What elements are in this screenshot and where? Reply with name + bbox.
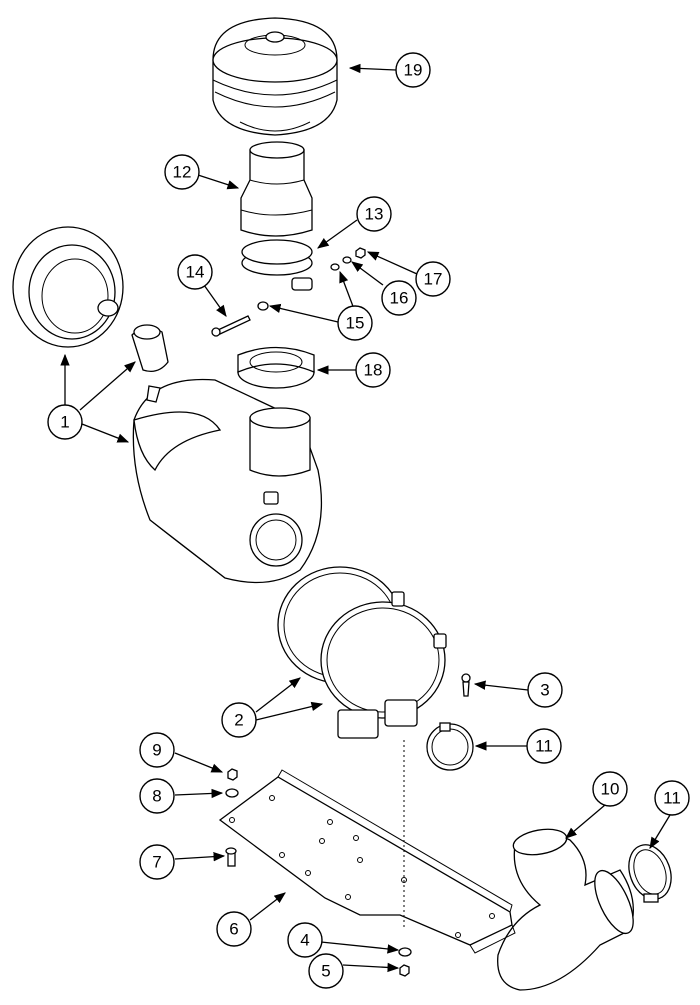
callout-15-a[interactable]: 15: [337, 305, 373, 341]
callout-9[interactable]: 9: [139, 732, 175, 768]
callout-18[interactable]: 18: [355, 352, 391, 388]
callout-12[interactable]: 12: [164, 154, 200, 190]
callout-10[interactable]: 10: [592, 771, 628, 807]
svg-text:18: 18: [364, 361, 383, 380]
reducer-tube: [240, 141, 313, 237]
svg-text:7: 7: [152, 853, 161, 872]
bolt-3: [461, 673, 471, 697]
outer-cover: [12, 226, 124, 348]
svg-text:15: 15: [346, 314, 365, 333]
callout-11-b[interactable]: 11: [654, 780, 690, 816]
svg-text:5: 5: [321, 962, 330, 981]
callout-5[interactable]: 5: [308, 953, 344, 989]
svg-text:1: 1: [60, 413, 69, 432]
svg-text:14: 14: [186, 263, 205, 282]
svg-text:3: 3: [540, 681, 549, 700]
mounting-bands: [277, 566, 447, 739]
svg-text:8: 8: [152, 787, 161, 806]
svg-text:13: 13: [365, 205, 384, 224]
hardware-14-17: [211, 247, 366, 337]
callout-14[interactable]: 14: [177, 254, 213, 290]
svg-text:12: 12: [173, 163, 192, 182]
svg-text:6: 6: [229, 920, 238, 939]
callout-3[interactable]: 3: [527, 672, 563, 708]
svg-text:11: 11: [663, 789, 681, 808]
callout-2[interactable]: 2: [221, 702, 257, 738]
air-cleaner-body: [132, 378, 323, 584]
svg-text:2: 2: [234, 711, 243, 730]
callout-13[interactable]: 13: [356, 196, 392, 232]
elbow-hose: [497, 828, 634, 991]
callout-17[interactable]: 17: [415, 261, 451, 297]
dust-valve: [131, 324, 169, 403]
leader-lines: [60, 63, 671, 973]
callout-19[interactable]: 19: [395, 52, 431, 88]
seal-ring: [237, 346, 315, 389]
svg-text:4: 4: [300, 931, 309, 950]
hose-clamp-11-a: [426, 722, 474, 771]
callout-6[interactable]: 6: [216, 911, 252, 947]
callout-8[interactable]: 8: [139, 778, 175, 814]
svg-text:16: 16: [390, 289, 409, 308]
svg-text:17: 17: [424, 270, 443, 289]
precleaner-cap: [212, 17, 338, 136]
callout-11-a[interactable]: 11: [526, 728, 562, 764]
svg-text:11: 11: [535, 737, 553, 756]
svg-text:9: 9: [152, 741, 161, 760]
callout-1[interactable]: 1: [47, 404, 83, 440]
callout-16[interactable]: 16: [381, 280, 417, 316]
hardware-plate: [225, 768, 412, 977]
mounting-plate: [218, 769, 516, 954]
svg-text:10: 10: [601, 780, 620, 799]
callout-7[interactable]: 7: [139, 844, 175, 880]
hose-clamp-13: [241, 239, 313, 291]
hose-clamp-11-b: [628, 844, 672, 903]
callout-4[interactable]: 4: [287, 922, 323, 958]
svg-text:19: 19: [404, 61, 423, 80]
